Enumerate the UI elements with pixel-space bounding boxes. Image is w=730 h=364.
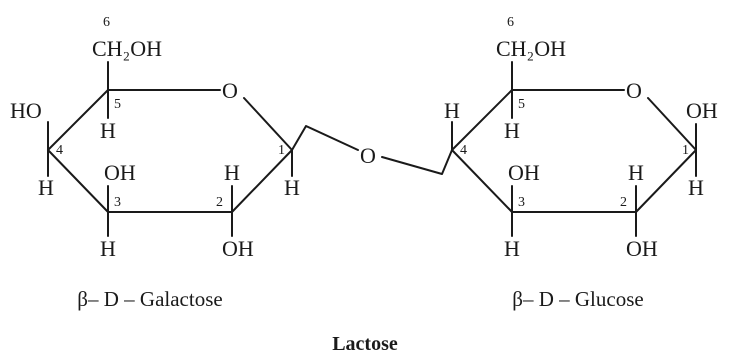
gal-bond-c1-c2 bbox=[231, 149, 293, 213]
gal-c2-number: 2 bbox=[216, 195, 223, 210]
glc-bond-c1-c2 bbox=[635, 149, 697, 213]
gal-c6-number: 6 bbox=[103, 15, 110, 30]
glc-c2-upper: H bbox=[628, 160, 644, 185]
glc-c2-lower: OH bbox=[626, 236, 658, 261]
galactose-ring: 6 CH₂OH O 5 H HO 4 H OH 3 H H 2 OH 1 H bbox=[10, 15, 300, 261]
glucose-ring: 6 CH₂OH O 5 H H 4 OH 3 H H 2 OH OH 1 H bbox=[444, 15, 718, 261]
glycosidic-oxygen: O bbox=[360, 143, 376, 168]
diagram-title: Lactose bbox=[332, 333, 398, 355]
glycosidic-bond-right bbox=[381, 149, 453, 175]
gal-bond-o-c1 bbox=[243, 97, 293, 151]
gal-c4-upper: HO bbox=[10, 98, 42, 123]
glc-c3-number: 3 bbox=[518, 195, 525, 210]
gal-c5-number: 5 bbox=[114, 97, 121, 112]
glc-c6-group: CH₂OH bbox=[496, 36, 566, 61]
gal-c4-lower: H bbox=[38, 175, 54, 200]
glc-c4-upper: H bbox=[444, 98, 460, 123]
gal-c3-lower: H bbox=[100, 236, 116, 261]
glc-c1-lower: H bbox=[688, 175, 704, 200]
glycosidic-bond-left bbox=[291, 125, 359, 151]
glycosidic-linkage: O bbox=[291, 125, 453, 175]
gal-c5-h: H bbox=[100, 118, 116, 143]
gal-c2-upper: H bbox=[224, 160, 240, 185]
gal-c1-lower: H bbox=[284, 175, 300, 200]
gal-c3-number: 3 bbox=[114, 195, 121, 210]
gal-c4-number: 4 bbox=[56, 143, 63, 158]
glc-c2-number: 2 bbox=[620, 195, 627, 210]
gal-c6-group: CH₂OH bbox=[92, 36, 162, 61]
gal-ring-oxygen: O bbox=[222, 78, 238, 103]
glc-c1-upper: OH bbox=[686, 98, 718, 123]
glc-bond-c4-c5 bbox=[451, 89, 513, 151]
glc-c1-number: 1 bbox=[682, 143, 689, 158]
gal-c3-upper: OH bbox=[104, 160, 136, 185]
gal-c2-lower: OH bbox=[222, 236, 254, 261]
glc-c6-number: 6 bbox=[507, 15, 514, 30]
gal-bond-c3-c4 bbox=[47, 149, 109, 213]
gal-c1-number: 1 bbox=[278, 143, 285, 158]
glc-c4-number: 4 bbox=[460, 143, 467, 158]
glc-bond-c3-c4 bbox=[451, 149, 513, 213]
gal-bond-c4-c5 bbox=[47, 89, 109, 151]
glc-bond-o-c1 bbox=[647, 97, 697, 151]
glc-c5-number: 5 bbox=[518, 97, 525, 112]
glc-c3-lower: H bbox=[504, 236, 520, 261]
glc-c5-h: H bbox=[504, 118, 520, 143]
glc-c3-upper: OH bbox=[508, 160, 540, 185]
glc-ring-oxygen: O bbox=[626, 78, 642, 103]
galactose-caption: β– D – Galactose bbox=[77, 287, 222, 311]
glucose-caption: β– D – Glucose bbox=[512, 287, 643, 311]
